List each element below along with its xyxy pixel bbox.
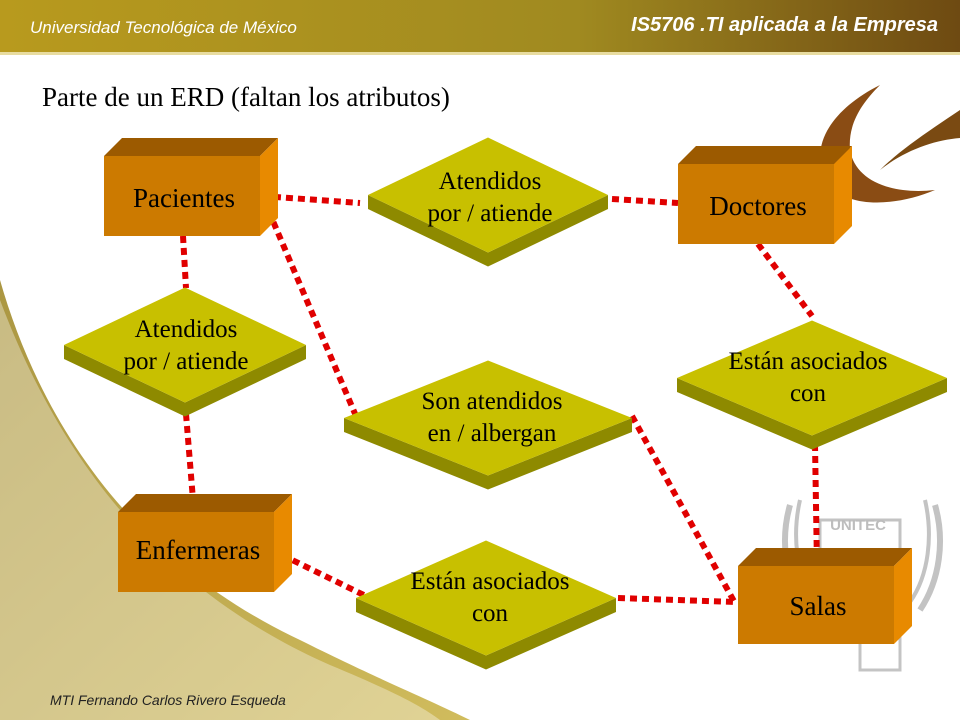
left-swoosh: [0, 280, 470, 720]
relationship-label-pac-doc: Atendidos por / atiende: [370, 166, 610, 230]
entity-label-doctores: Doctores: [709, 191, 807, 221]
entity-top-face: [678, 146, 852, 164]
connector-enfermeras-rel_enf_sal: [280, 552, 376, 603]
connector-doctores-rel_doc_sal: [755, 242, 815, 318]
relationship-rel_pac_sal: [344, 360, 632, 490]
entity-top-face: [738, 548, 912, 566]
relationship-label-pac-sal: Son atendidos en / albergan: [372, 386, 612, 450]
relationship-shadow: [677, 378, 947, 450]
connector-rel_pac_sal-salas: [629, 414, 739, 607]
relationship-line1: Están asociados: [410, 568, 570, 595]
entity-pacientes: [104, 138, 278, 236]
relationship-rel_pac_enf: [64, 287, 306, 417]
connector-rel_enf_sal-salas: [617, 595, 737, 605]
entity-label-enfermeras: Enfermeras: [135, 535, 261, 565]
left-swoosh-highlight: [0, 300, 440, 720]
relationship-rel_pac_doc: [368, 137, 608, 267]
relationship-diamond: [368, 137, 608, 253]
relationship-rel_enf_sal: [356, 540, 616, 670]
header-rule: [0, 52, 960, 55]
entity-doctores: [678, 146, 852, 244]
relationship-rel_doc_sal: [677, 320, 947, 450]
connector-pacientes-rel_pac_enf: [180, 235, 189, 289]
relationship-label-doc-sal: Están asociados con: [688, 346, 928, 410]
entity-side-face: [834, 146, 852, 244]
connector-rel_doc_sal-salas: [812, 443, 820, 567]
relationship-shadow: [356, 598, 616, 670]
entity-label-pacientes: Pacientes: [133, 183, 235, 213]
relationship-line1: Atendidos: [134, 316, 238, 343]
header-band: [0, 0, 960, 52]
relationship-shadow: [368, 195, 608, 267]
author-footer: MTI Fernando Carlos Rivero Esqueda: [50, 692, 286, 708]
entity-top-face: [118, 494, 292, 512]
relationship-diamond: [344, 360, 632, 476]
relationship-layer: [64, 137, 947, 670]
relationship-line2: por / atiende: [427, 200, 553, 227]
entity-front-face: [118, 512, 274, 592]
connector-rel_pac_enf-enfermeras: [183, 413, 197, 513]
entity-front-face: [104, 156, 260, 236]
entity-side-face: [274, 494, 292, 592]
entity-front-face: [678, 164, 834, 244]
relationship-line2: con: [471, 600, 509, 627]
connector-layer: [180, 193, 820, 607]
relationship-shadow: [344, 418, 632, 490]
relationship-line1: Están asociados: [728, 348, 888, 375]
relationship-diamond: [64, 287, 306, 403]
relationship-line1: Son atendidos: [421, 388, 563, 415]
entity-enfermeras: [118, 494, 292, 592]
connector-pacientes-rel_pac_sal: [261, 198, 359, 418]
entity-side-face: [894, 548, 912, 644]
entity-salas: [738, 548, 912, 644]
entity-layer: [104, 138, 912, 644]
entity-side-face: [260, 138, 278, 236]
relationship-line1: Atendidos: [438, 168, 542, 195]
course-name: IS5706 .TI aplicada a la Empresa: [631, 14, 938, 36]
unitec-logo-text: UNITEC: [830, 517, 886, 534]
relationship-line2: con: [789, 380, 827, 407]
relationship-label-pac-enf: Atendidos por / atiende: [66, 314, 306, 378]
relationship-diamond: [356, 540, 616, 656]
entity-front-face: [738, 566, 894, 644]
university-name: Universidad Tecnológica de México: [30, 18, 297, 37]
relationship-line2: en / albergan: [427, 420, 557, 447]
relationship-label-enf-sal: Están asociados con: [370, 566, 610, 630]
entity-top-face: [104, 138, 278, 156]
relationship-line2: por / atiende: [123, 348, 249, 375]
relationship-shadow: [64, 345, 306, 417]
corner-swoosh: [880, 110, 960, 170]
slide-title: Parte de un ERD (faltan los atributos): [42, 82, 450, 112]
relationship-diamond: [677, 320, 947, 436]
entity-label-salas: Salas: [789, 591, 847, 621]
connector-rel_pac_doc-doctores: [611, 196, 679, 206]
connector-pacientes-rel_pac_doc: [261, 193, 361, 206]
